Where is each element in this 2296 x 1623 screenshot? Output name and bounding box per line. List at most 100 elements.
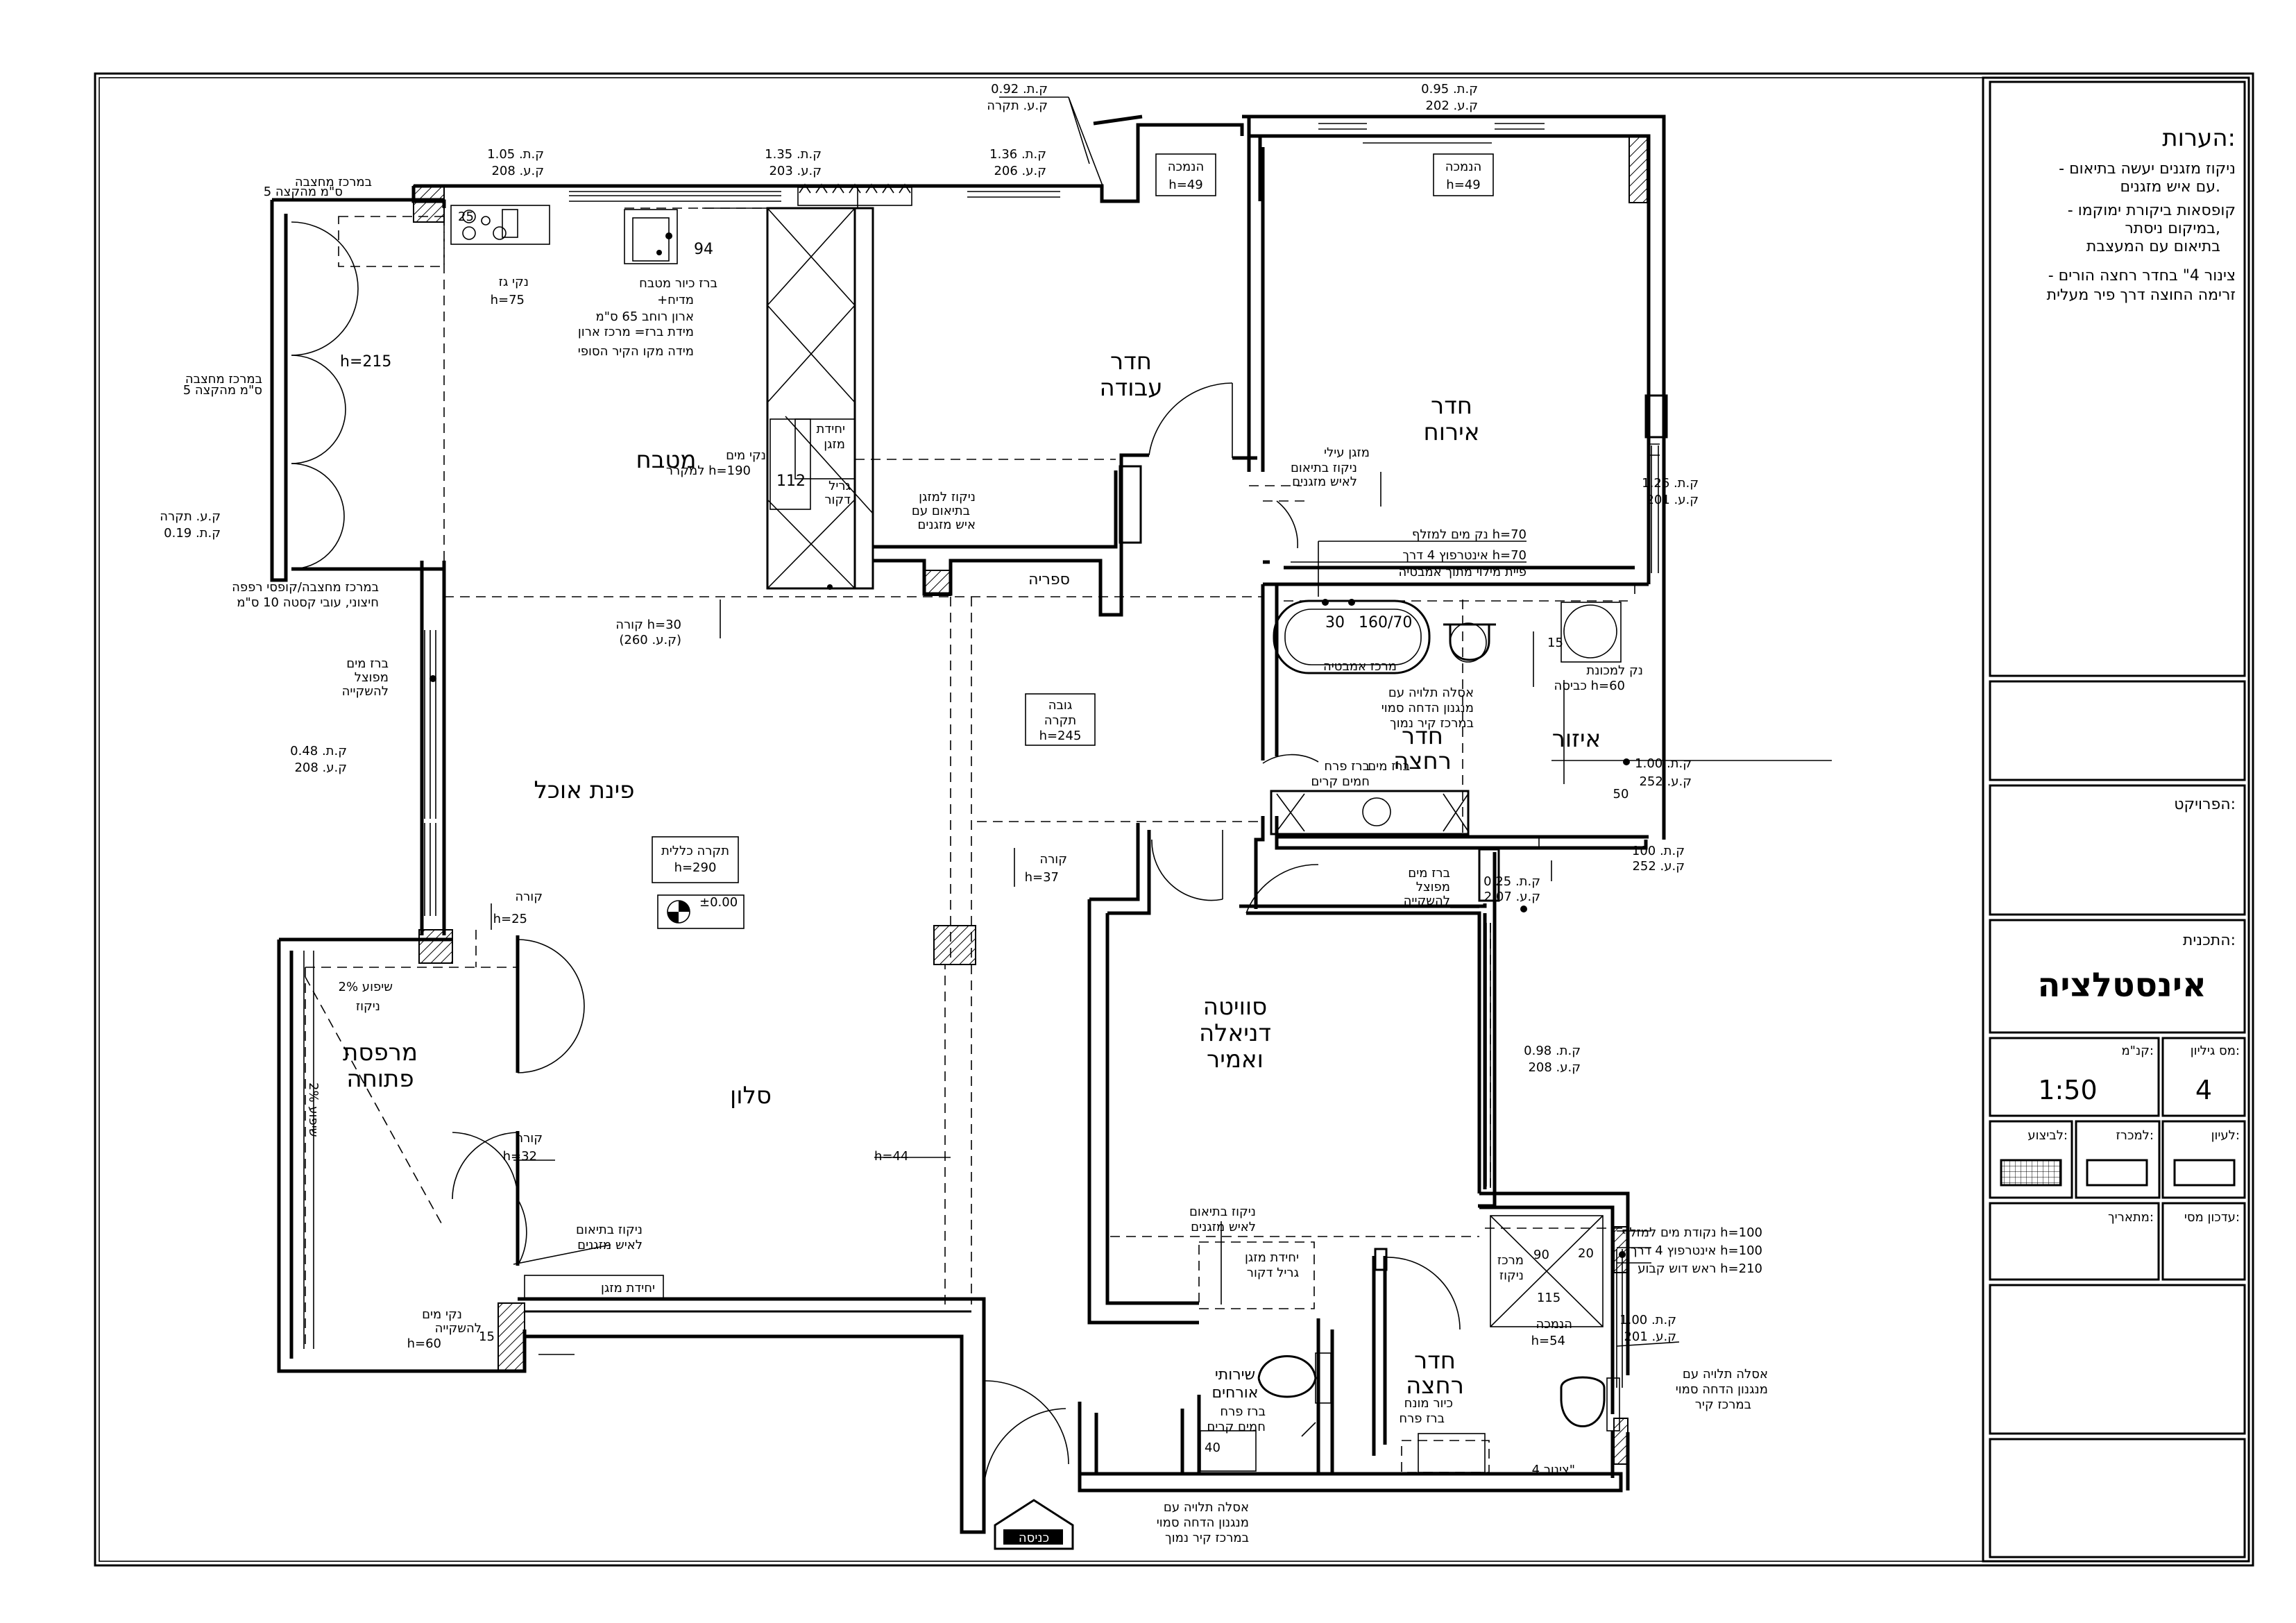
annotation: מנגנון הדחה סמוי	[1157, 1515, 1249, 1530]
annotation: ניקוז בתיאום	[1189, 1205, 1256, 1219]
annotation: תקרה	[1044, 713, 1077, 728]
annotation: 15	[479, 1329, 495, 1344]
annotation: ק.ת. 1.36	[989, 147, 1046, 162]
annotation: מזגן עילי	[1324, 445, 1370, 460]
annotation: h=215	[340, 353, 391, 371]
annotation: נקי גז	[499, 275, 529, 289]
annotation: גריל דקור	[1247, 1266, 1299, 1280]
annotation: נק למכונת	[1586, 663, 1643, 678]
room-living-label: סלון	[730, 1082, 772, 1110]
annotation: ניקוז בתיאום	[576, 1223, 643, 1237]
annotation: ק.ת. 1.35	[765, 147, 822, 162]
annotation: לאיש מזגנים	[577, 1238, 643, 1252]
annotation: כביסה h=60	[1554, 679, 1625, 693]
scale-label: קנ"מ:	[2121, 1044, 2154, 1058]
annotation: צינור 4"	[1532, 1463, 1575, 1477]
annotation: h=245	[1039, 729, 1082, 743]
annotation: נקי מים	[422, 1307, 462, 1322]
note-line: זרימה החוצה דרך פיר מעלית	[2047, 287, 2236, 304]
annotation: בתיאום עם	[912, 504, 970, 518]
annotation: יחידת מזגן	[1245, 1250, 1299, 1265]
room-work-label: עבודה	[1100, 374, 1163, 402]
annotation: (ק.ע. 260)	[619, 633, 681, 647]
annotation: h=44	[874, 1149, 908, 1164]
annotation: 20	[1578, 1246, 1594, 1261]
annotation: h=54	[1531, 1334, 1565, 1348]
note-line: בתיאום עם המעצבת	[2086, 238, 2220, 255]
annotation: להשקייה	[435, 1321, 482, 1336]
annotation: ק.ע. 206	[994, 164, 1046, 178]
annotation: חיצוני, עובי קסטה 10 ס"מ	[237, 595, 379, 610]
notes-title: הערות:	[2162, 124, 2236, 152]
window-arcs	[291, 183, 912, 570]
annotation: h=32	[503, 1149, 537, 1164]
annotation: ק.ע. 203	[769, 164, 822, 178]
room-suite-label: סוויטה	[1203, 993, 1267, 1021]
annotation: דקור	[824, 493, 851, 507]
room-dining-label: פינת אוכל	[534, 776, 635, 804]
entrance-label: כניסה	[1019, 1531, 1049, 1545]
annotation: קורה h=30	[615, 618, 681, 632]
annotation: הנמכה	[1445, 160, 1481, 174]
annotation: ק.ע. 252	[1632, 859, 1685, 874]
annotation: במרכז מחצבה	[185, 372, 262, 386]
annotation: במרכז קיר נמוך	[1165, 1531, 1249, 1545]
room-master-bath-label: רחצה	[1406, 1372, 1464, 1400]
annotation: אסלה תלויה עם	[1388, 686, 1474, 700]
room-balcony-label: מרפסת	[343, 1039, 418, 1067]
annotation: ניקוז למזגן	[919, 490, 976, 504]
doors	[452, 382, 1461, 1491]
annotation: h=49	[1446, 178, 1480, 192]
annotation: h=25	[493, 912, 527, 926]
room-kitchen-label: מטבח	[636, 446, 696, 474]
scale-value: 1:50	[2038, 1075, 2097, 1105]
note-line: - קופסאות ביקורת ימוקמו	[2068, 202, 2236, 219]
room-bath-label: חדר	[1402, 722, 1443, 750]
plan-label: התכנית:	[2183, 932, 2236, 949]
annotation: ק.ע. 208	[1528, 1060, 1581, 1075]
zone-label: איזור	[1552, 725, 1601, 753]
annotation: h=49	[1168, 178, 1202, 192]
annotation: ק.ת. 1.00	[1619, 1313, 1676, 1327]
windows	[285, 123, 1665, 1388]
room-guest-wc-label: שירותי	[1215, 1366, 1255, 1384]
room-guest-label: אירוח	[1424, 418, 1480, 446]
annotation: 15	[1547, 636, 1563, 650]
annotation: ק.ע. תקרה	[160, 509, 221, 524]
annotation: ק.ע. 201	[1646, 493, 1699, 507]
annotation: קורה	[515, 890, 543, 904]
room-work-label: חדר	[1110, 348, 1152, 375]
room-suite-label: דניאלה	[1199, 1019, 1271, 1047]
annotation: ק.ע. 208	[491, 164, 544, 178]
annotation: חמים קרים	[1207, 1420, 1266, 1434]
sheet-no: 4	[2195, 1075, 2212, 1105]
annotation: ק.ת. 0.98	[1524, 1044, 1581, 1058]
annotation: מרכז	[1497, 1253, 1524, 1268]
annotation: ברז מים	[1408, 866, 1450, 881]
annotation: h=37	[1025, 870, 1059, 885]
annotation: ±0.00	[699, 895, 738, 910]
annotation: כיור מונח	[1404, 1396, 1453, 1411]
annotation: 112	[776, 473, 806, 490]
room-guest-label: חדר	[1431, 392, 1472, 420]
annotation: קורה	[515, 1131, 543, 1146]
annotation: 40	[1205, 1441, 1221, 1455]
annotation: גובה	[1048, 698, 1073, 713]
annotation: ברז מים	[1368, 759, 1410, 774]
annotation: ק.ת. 1.26	[1642, 476, 1699, 491]
annotation: ברז מים	[346, 656, 389, 671]
annotation: 50	[1613, 787, 1629, 801]
plan-name: אינסטלציה	[2037, 966, 2206, 1005]
annotation: גריל	[828, 479, 851, 493]
leader-lines	[430, 96, 1832, 1437]
annotation: ק.ת. 1.05	[487, 147, 544, 162]
annotation: 5 ס"מ מהקצה	[183, 383, 262, 398]
annotation: להשקייה	[1404, 894, 1450, 908]
annotation: במרכז מחצבה/קופסי רפפה	[232, 580, 379, 595]
annotation: ברז פרח	[1220, 1404, 1266, 1419]
annotation: ק.ע. 202	[1425, 99, 1478, 113]
annotation: ארון רוחב 65 ס"מ	[595, 309, 694, 324]
annotation: ברז כיור מטבח	[639, 276, 717, 291]
annotation: במרכז קיר נמוך	[1390, 716, 1474, 731]
